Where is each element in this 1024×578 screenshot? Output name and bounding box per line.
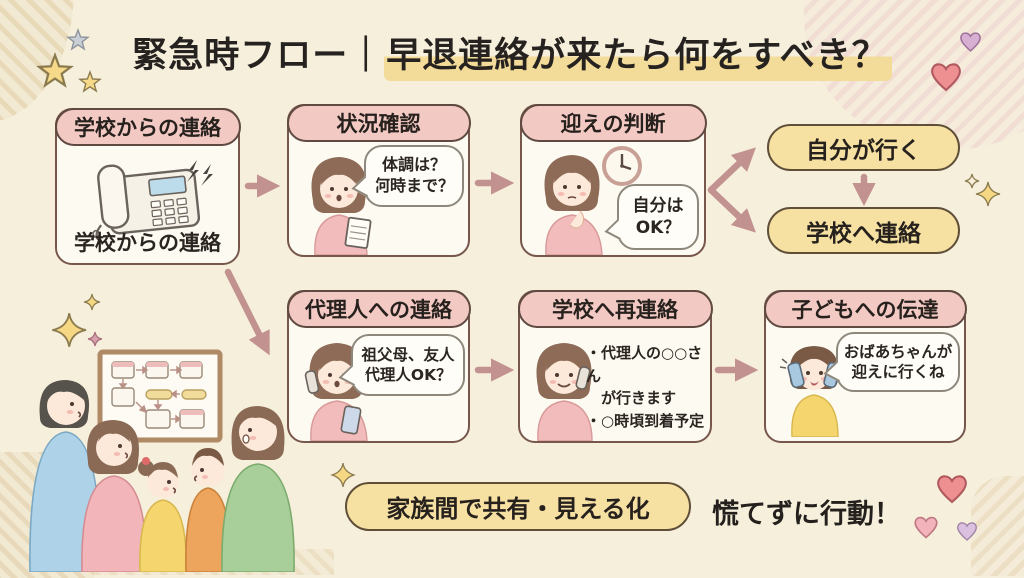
heart-icon: [934, 472, 970, 505]
step-situation-check-header: 状況確認: [286, 103, 471, 142]
title-prefix: 緊急時フロー｜: [132, 36, 385, 76]
step-pickup-decision-header: 迎えの判断: [519, 103, 707, 142]
page-title: 緊急時フロー｜早退連絡が来たら何をすべき？: [0, 27, 1024, 81]
star-icon: [36, 52, 74, 90]
title-highlight: 早退連絡が来たら何をすべき？: [384, 36, 892, 81]
step-school-contact-caption: 学校からの連絡: [74, 231, 221, 255]
heart-icon: [928, 60, 964, 93]
step-child-message-header: 子どもへの伝達: [763, 289, 967, 328]
step-school-recontact-header: 学校へ再連絡: [517, 289, 713, 328]
mom-calling-illustration: [524, 333, 604, 441]
mom-notepad-illustration: [297, 147, 381, 255]
situation-check-bubble: 体調は？ 何時まで？: [364, 145, 464, 207]
heart-icon: [912, 514, 940, 540]
heart-icon: [958, 30, 983, 53]
step-pickup-decision: 迎えの判断 自分は OK？: [519, 103, 707, 257]
pickup-decision-bubble: 自分は OK？: [617, 184, 699, 250]
footer-action-note: 慌てずに行動！: [712, 499, 901, 530]
ringing-phone-icon: [79, 152, 219, 240]
sparkle-icon: [48, 292, 106, 354]
sparkle-icon: [962, 172, 1006, 218]
sparkle-icon: [330, 462, 356, 488]
step-school-recontact: 学校へ再連絡 ・代理人の○○さん が行きます ・○時頃到着予定: [517, 289, 713, 443]
star-icon: [66, 28, 90, 52]
step-proxy-contact: 代理人への連絡 祖父母、友人 代理人OK？: [286, 289, 471, 443]
step-school-contact-header: 学校からの連絡: [54, 107, 241, 146]
step-proxy-contact-header: 代理人への連絡: [286, 289, 471, 328]
outcome-contact-school: 学校へ連絡: [767, 207, 960, 254]
outcome-go-myself: 自分が行く: [767, 124, 960, 171]
child-message-bubble: おばあちゃんが 迎えに行くね: [836, 332, 960, 392]
school-recontact-notes: ・代理人の○○さん が行きます ・○時頃到着予定: [586, 344, 705, 430]
step-school-contact: 学校からの連絡: [54, 107, 241, 265]
star-icon: [78, 70, 102, 94]
child-phone-illustration: [772, 333, 852, 437]
mom-thinking-illustration: [530, 145, 614, 255]
family-board-illustration: [0, 340, 300, 572]
mom-smartphone-illustration: [295, 333, 379, 441]
proxy-contact-bubble: 祖父母、友人 代理人OK？: [351, 334, 465, 396]
step-child-message: 子どもへの伝達 おばあちゃんが 迎えに行くね: [763, 289, 967, 443]
heart-icon: [955, 520, 979, 542]
corner-stripes-bottom-right: [971, 476, 1024, 576]
clock-icon: [600, 144, 644, 188]
step-situation-check: 状況確認 体調は？ 何時まで？: [286, 103, 471, 257]
footer-share-pill: 家族間で共有・見える化: [345, 482, 691, 531]
